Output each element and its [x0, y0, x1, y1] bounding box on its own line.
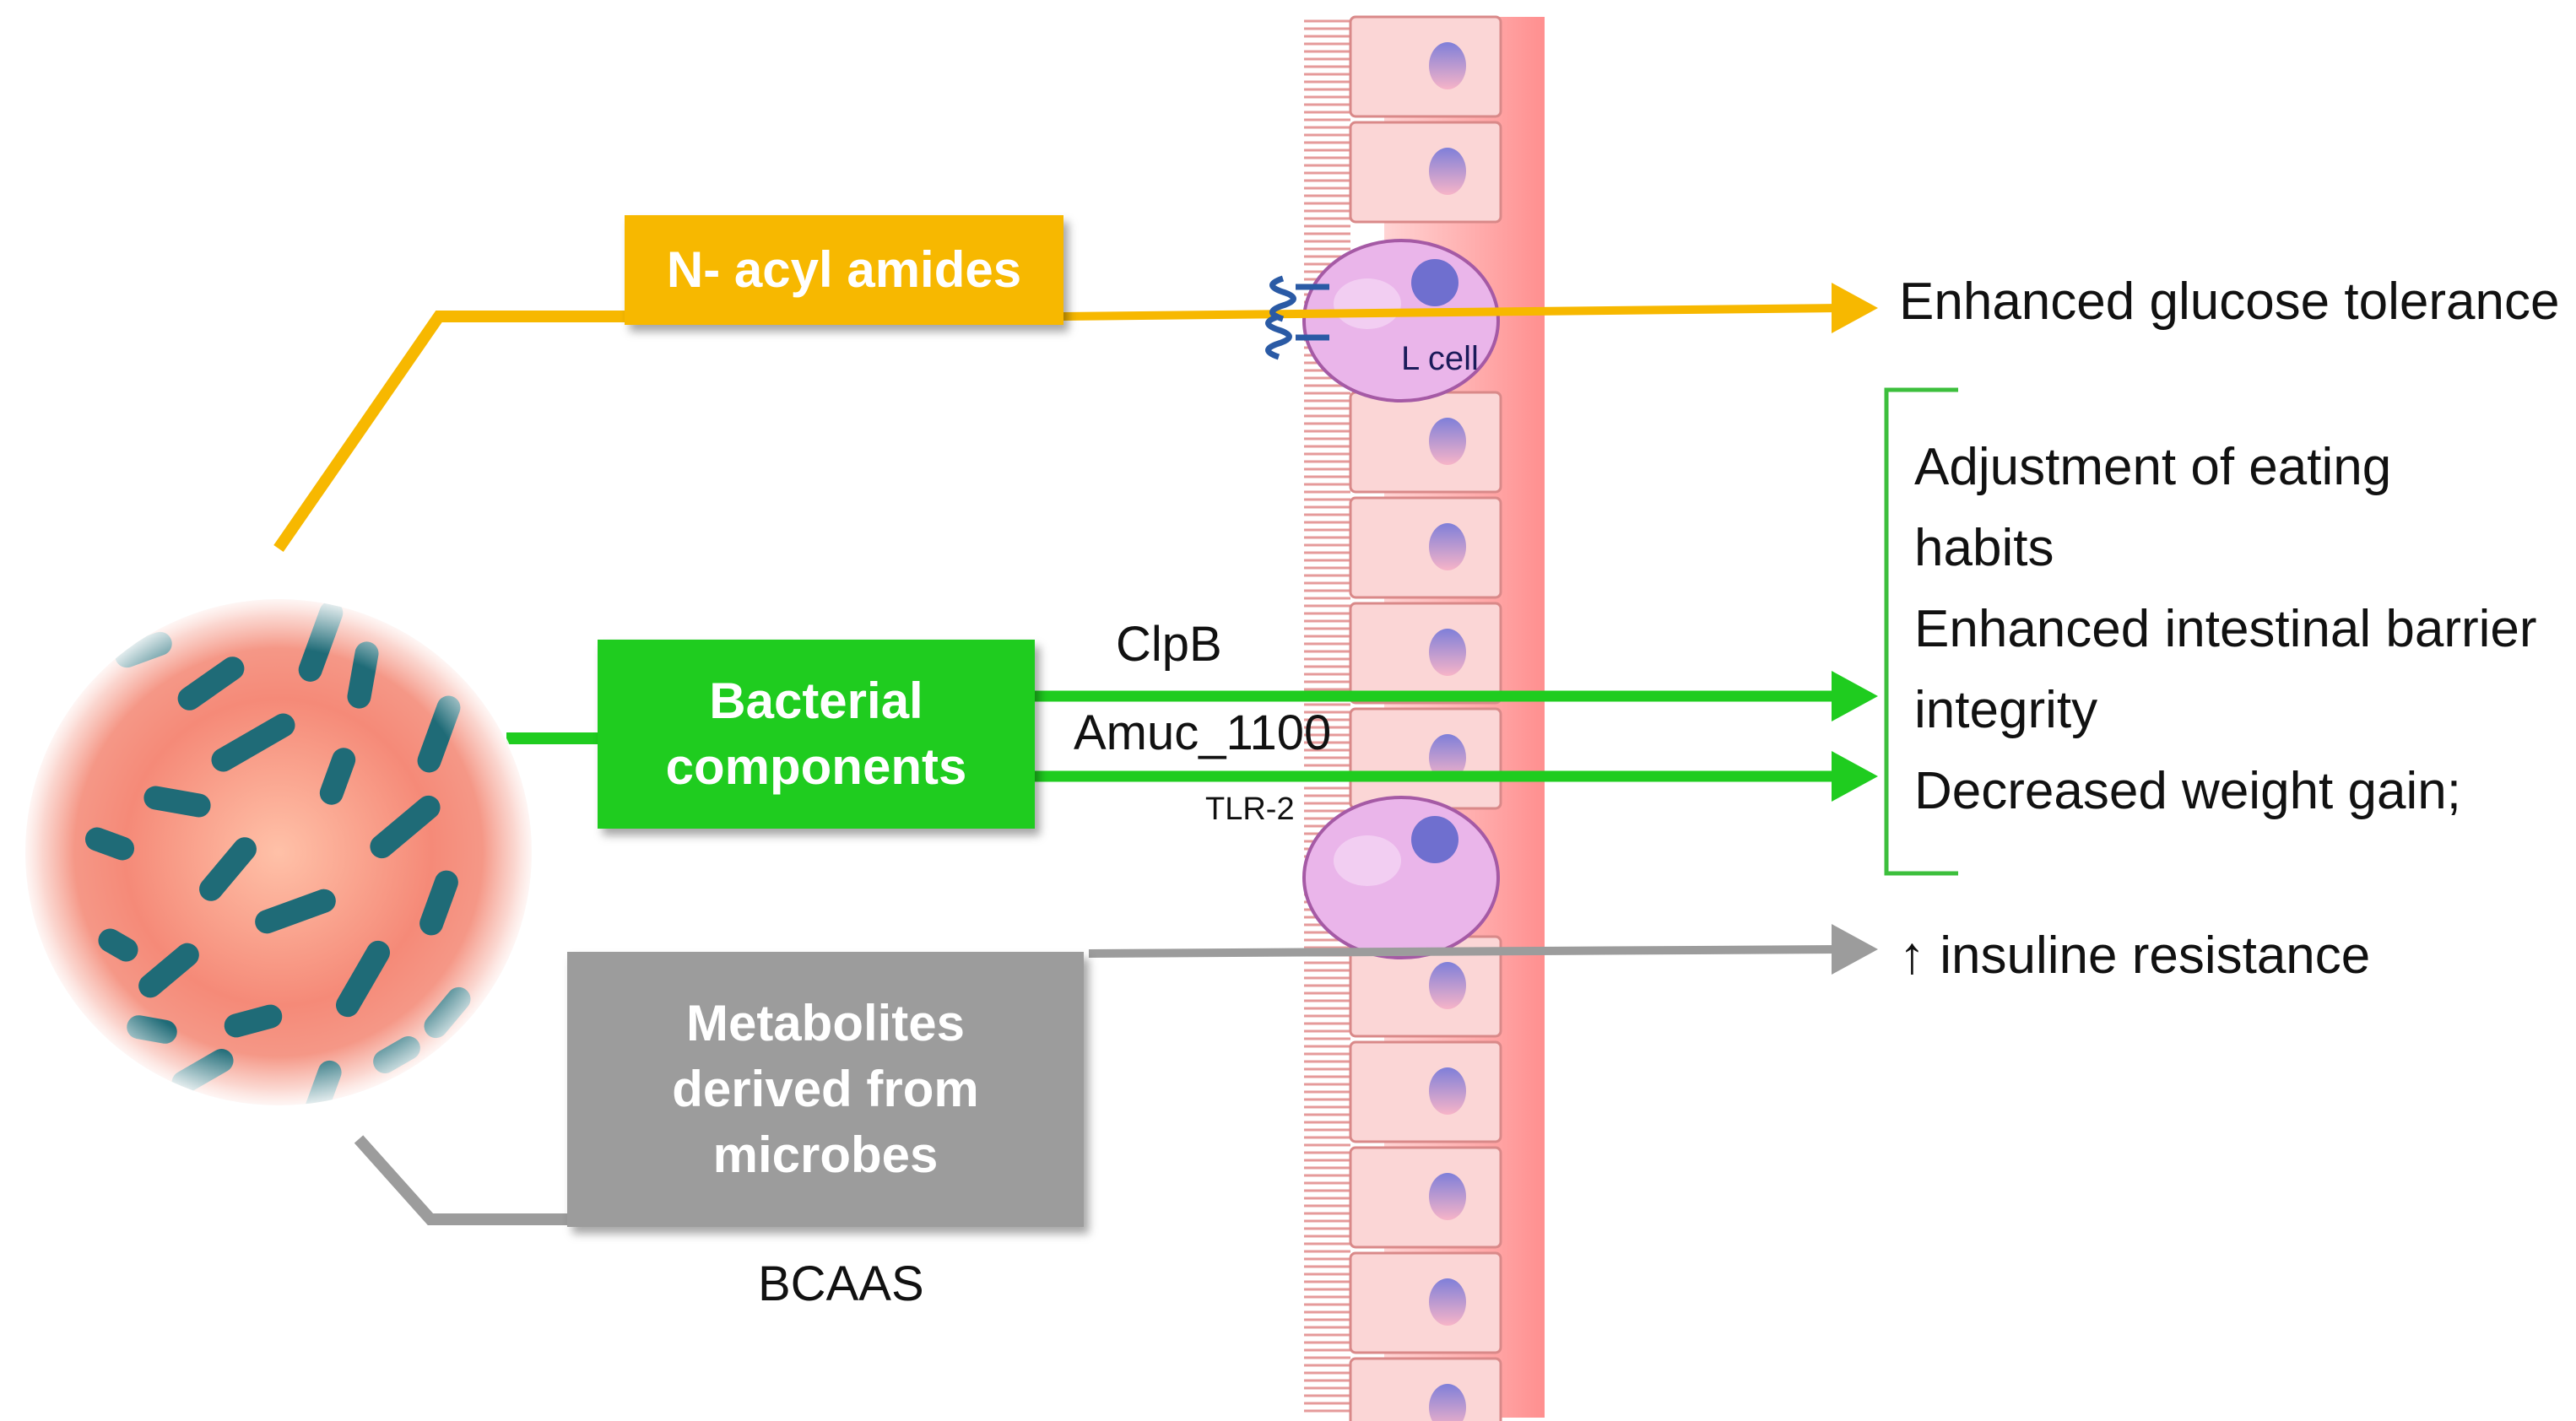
enterocyte-cell — [1349, 602, 1502, 705]
outcome-eating-line2: habits — [1914, 519, 2054, 577]
receptor-coil-icon — [1265, 275, 1329, 360]
outcome-barrier-line1: Enhanced intestinal barrier — [1914, 600, 2537, 658]
l-cell — [1302, 796, 1500, 959]
bacterial-box-line2: components — [665, 738, 967, 795]
bacterial-box: Bacterial components — [598, 640, 1035, 829]
insulin-arrowhead — [1832, 924, 1878, 975]
metabolites-box-line3: microbes — [712, 1127, 939, 1183]
amides-box-label: N- acyl amides — [666, 241, 1022, 298]
outcome-bracket — [1884, 387, 1958, 876]
glucose-arrowhead — [1832, 283, 1878, 333]
amides-connector — [273, 311, 641, 552]
metabolites-box-line2: derived from — [672, 1061, 979, 1117]
bacterial-box-line1: Bacterial — [709, 673, 923, 729]
tlr2-label: TLR-2 — [1205, 792, 1295, 827]
metabolites-box: Metabolites derived from microbes — [567, 952, 1084, 1227]
enterocyte-cell — [1349, 1040, 1502, 1143]
outcome-barrier-line2: integrity — [1914, 681, 2098, 739]
outcome-weight: Decreased weight gain; — [1914, 762, 2461, 820]
enterocyte-cell — [1349, 1251, 1502, 1354]
insulin-arrow-line — [1088, 945, 1841, 958]
bacteria-circle-icon — [24, 597, 533, 1107]
bcaas-label: BCAAS — [758, 1256, 924, 1311]
outcome-insulin: ↑ insuline resistance — [1899, 927, 2371, 985]
enterocyte-cell — [1349, 391, 1502, 494]
outcome-glucose: Enhanced glucose tolerance — [1899, 273, 2560, 331]
enterocyte-cell — [1349, 707, 1502, 810]
enterocyte-cell — [1349, 1146, 1502, 1249]
enterocyte-cell — [1349, 1357, 1502, 1421]
metabolites-box-line1: Metabolites — [685, 995, 966, 1051]
enterocyte-cell — [1349, 121, 1502, 224]
outcome-list: Adjustment of eating habits Enhanced int… — [1914, 427, 2556, 832]
amuc-arrowhead — [1832, 751, 1878, 802]
clpb-label: ClpB — [1116, 617, 1222, 672]
clpb-arrowhead — [1832, 671, 1878, 721]
epithelial-cells — [1302, 15, 1502, 1421]
glucose-arrow-line — [1063, 304, 1841, 321]
lcell-label: L cell — [1401, 340, 1479, 377]
metabolites-connector — [354, 1135, 574, 1225]
outcome-eating-line1: Adjustment of eating — [1914, 438, 2392, 496]
amuc-label: Amuc_1100 — [1074, 705, 1332, 760]
enterocyte-cell — [1349, 496, 1502, 599]
enterocyte-cell — [1349, 15, 1502, 118]
amides-box: N- acyl amides — [625, 215, 1063, 325]
